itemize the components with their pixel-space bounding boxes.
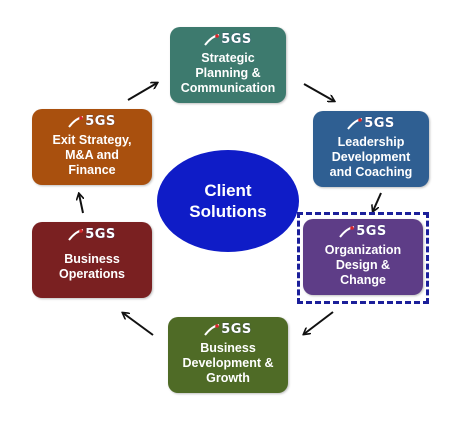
5gs-logo: 5GS	[204, 33, 252, 47]
box-label: Leadership Development and Coaching	[329, 135, 413, 179]
5gs-logo: 5GS	[339, 225, 387, 239]
swoosh-icon	[347, 118, 363, 130]
arrow-business-dev-to-business-ops	[123, 313, 154, 336]
box-strategic-planning: 5GS Strategic Planning & Communication	[170, 27, 286, 103]
box-organization-design: 5GS Organization Design & Change	[303, 219, 423, 295]
box-label: Business Operations	[59, 252, 125, 281]
arrow-business-ops-to-exit	[79, 194, 83, 214]
arrow-organization-to-business-dev	[304, 311, 334, 334]
swoosh-icon	[68, 229, 84, 241]
swoosh-icon	[204, 34, 220, 46]
arrow-exit-to-strategic	[127, 83, 157, 101]
arrow-strategic-to-leadership	[303, 83, 334, 101]
box-label: Organization Design & Change	[324, 243, 402, 287]
box-label: Business Development & Growth	[182, 341, 274, 385]
5gs-logo: 5GS	[68, 228, 116, 242]
swoosh-icon	[339, 226, 355, 238]
box-label: Strategic Planning & Communication	[180, 51, 276, 95]
box-label: Exit Strategy, M&A and Finance	[52, 133, 132, 177]
swoosh-icon	[204, 324, 220, 336]
swoosh-icon	[68, 116, 84, 128]
5gs-logo: 5GS	[347, 117, 395, 131]
5gs-logo: 5GS	[68, 115, 116, 129]
box-business-operations: 5GS Business Operations	[32, 222, 152, 298]
5gs-logo: 5GS	[204, 323, 252, 337]
arrow-leadership-to-organization	[373, 192, 382, 211]
box-leadership-development: 5GS Leadership Development and Coaching	[313, 111, 429, 187]
selection-highlight	[297, 212, 429, 304]
box-business-development: 5GS Business Development & Growth	[168, 317, 288, 393]
client-solutions-ellipse: Client Solutions	[157, 150, 299, 252]
box-exit-strategy: 5GS Exit Strategy, M&A and Finance	[32, 109, 152, 185]
